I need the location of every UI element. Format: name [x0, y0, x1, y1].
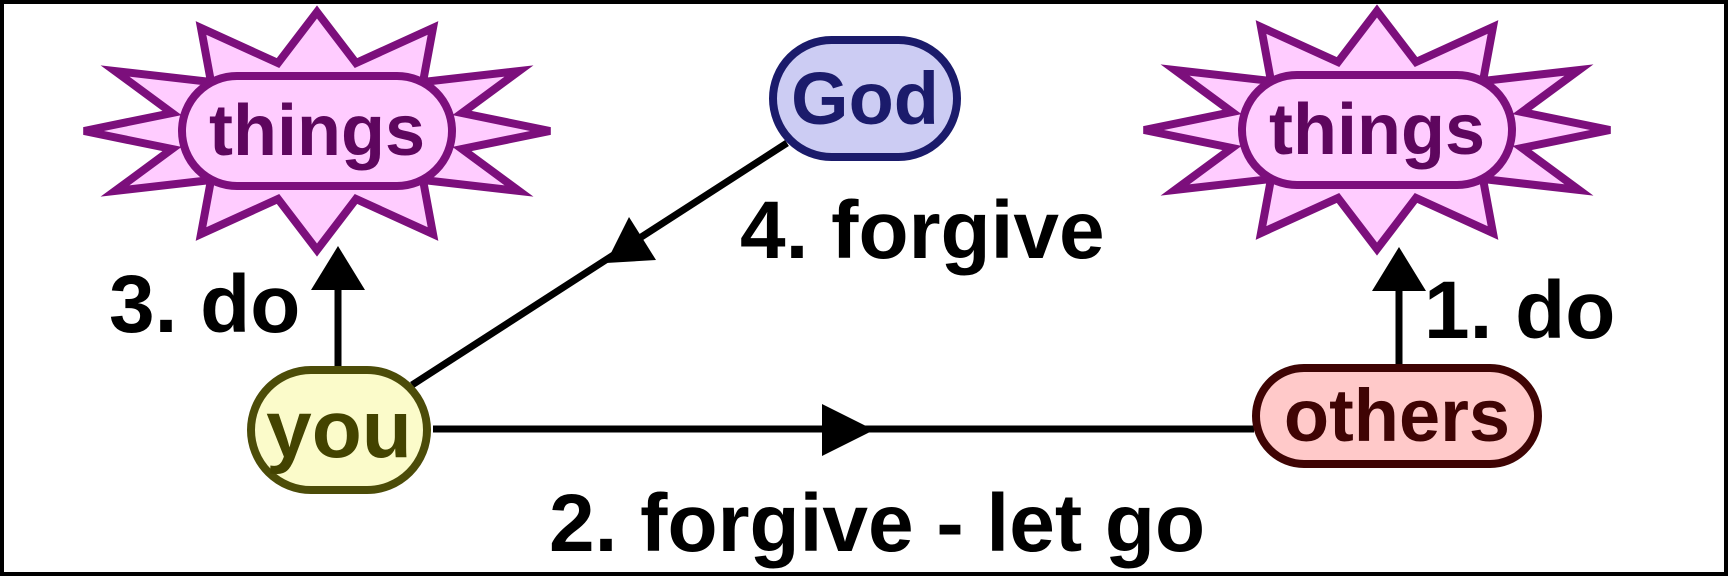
edge-god-you-line [410, 140, 789, 388]
things-right-node: things [1238, 71, 1516, 189]
others-node: others [1252, 364, 1542, 468]
things-right-label: things [1269, 90, 1485, 170]
arrowhead-right-icon [822, 404, 874, 456]
others-label: others [1283, 374, 1511, 457]
edge-label-4-forgive: 4. forgive [740, 185, 1105, 276]
starburst-left: things [76, 5, 558, 257]
arrowhead-up-left-icon [311, 246, 365, 290]
god-node: God [769, 36, 961, 161]
you-label: you [266, 384, 412, 475]
edge-label-3-do: 3. do [109, 259, 301, 350]
starburst-right: things [1136, 4, 1618, 256]
arrowhead-diagonal-icon [606, 217, 656, 263]
edge-label-2-forgive: 2. forgive - let go [549, 478, 1206, 569]
edges-layer [311, 140, 1426, 456]
you-node: you [247, 366, 431, 494]
arrowhead-up-right-icon [1372, 247, 1426, 291]
god-label: God [791, 56, 939, 140]
things-left-node: things [178, 72, 456, 190]
things-left-label: things [209, 91, 425, 171]
edge-label-1-do: 1. do [1424, 265, 1616, 356]
